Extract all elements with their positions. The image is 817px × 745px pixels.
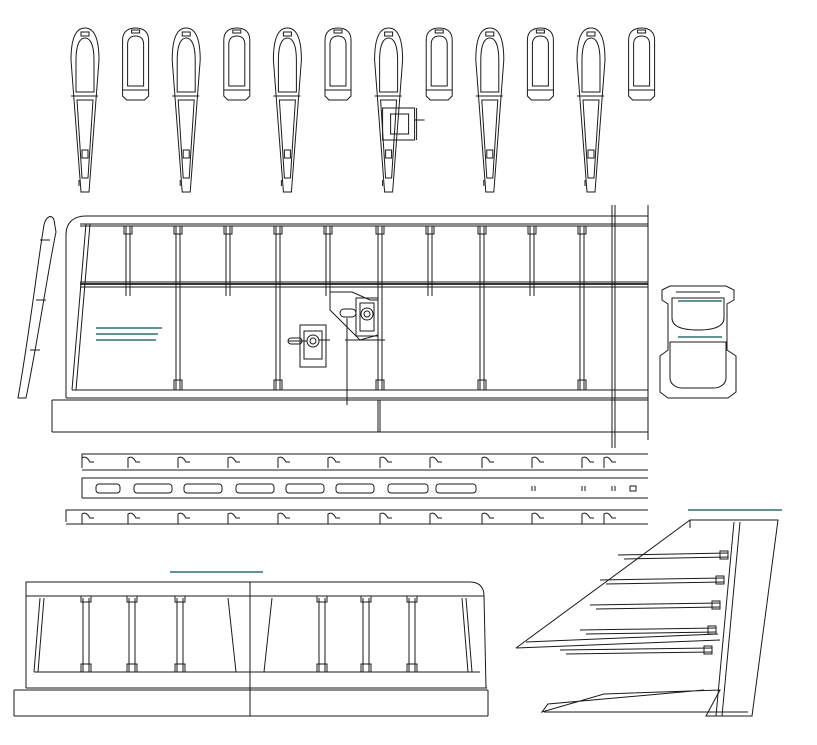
servo-mount-2 bbox=[329, 291, 385, 341]
spar-notch bbox=[227, 456, 240, 468]
fin-rib-1 bbox=[617, 550, 729, 560]
rib-4 bbox=[223, 27, 251, 101]
spar-hole bbox=[387, 483, 429, 494]
panel-rib-9 bbox=[527, 225, 537, 296]
stab-rib bbox=[126, 595, 138, 673]
rib-7 bbox=[374, 27, 404, 193]
fuselage-former bbox=[659, 285, 737, 399]
fin-ribs bbox=[559, 550, 729, 655]
rib-11 bbox=[576, 27, 606, 193]
fin-rib-3 bbox=[589, 600, 721, 610]
panel-rib-8 bbox=[477, 225, 487, 391]
stab-rib bbox=[80, 595, 92, 673]
horizontal-stabilizer bbox=[13, 581, 489, 717]
rib-12 bbox=[628, 27, 656, 101]
rib-1 bbox=[70, 27, 100, 193]
spar-hole bbox=[183, 483, 223, 494]
panel-rib-1 bbox=[123, 225, 133, 296]
spar-notch bbox=[481, 456, 494, 468]
fin-rib-2 bbox=[599, 575, 725, 585]
spar-notch bbox=[531, 512, 544, 524]
spar-notch bbox=[603, 456, 616, 468]
spar-hole bbox=[335, 483, 375, 494]
spar-notch bbox=[327, 512, 340, 524]
spar-hole bbox=[285, 483, 325, 494]
spar-notch bbox=[81, 456, 94, 468]
rib-6 bbox=[324, 27, 352, 101]
rib-servo-bracket bbox=[382, 107, 425, 141]
servo-mount-1 bbox=[287, 324, 327, 368]
spar-notch bbox=[581, 512, 594, 524]
spar-notch bbox=[127, 456, 140, 468]
spar-notch bbox=[127, 512, 140, 524]
panel-rib-3 bbox=[223, 225, 233, 296]
spar-notch bbox=[227, 512, 240, 524]
panel-rib-10 bbox=[577, 225, 587, 391]
spar-strips bbox=[65, 453, 648, 525]
panel-rib-6 bbox=[375, 225, 385, 391]
vertical-fin bbox=[515, 519, 779, 717]
panel-rib-7 bbox=[425, 225, 435, 296]
stab-rib bbox=[360, 595, 372, 673]
stab-rib bbox=[406, 595, 418, 673]
wing-panel bbox=[51, 205, 649, 448]
spar-notch bbox=[429, 456, 442, 468]
spar-notch bbox=[177, 456, 190, 468]
spar-hole bbox=[133, 483, 173, 494]
spar-hole bbox=[235, 483, 275, 494]
spar-notch bbox=[277, 512, 290, 524]
spar-slot bbox=[629, 485, 637, 492]
panel-rib-4 bbox=[273, 225, 283, 391]
stab-rib bbox=[174, 595, 186, 673]
rib-10 bbox=[526, 27, 554, 101]
spar-notch bbox=[603, 512, 616, 524]
spar-hole bbox=[435, 483, 477, 494]
rib-8 bbox=[425, 27, 453, 101]
wing-bays bbox=[123, 225, 587, 391]
spar-notch bbox=[379, 456, 392, 468]
fin-rib-5 bbox=[559, 645, 713, 655]
spar-notch bbox=[379, 512, 392, 524]
panel-rib-5 bbox=[323, 225, 333, 296]
spar-notch bbox=[429, 512, 442, 524]
fin-rib-4 bbox=[579, 625, 717, 635]
spar-notch bbox=[481, 512, 494, 524]
rib-3 bbox=[171, 27, 201, 193]
spar-notch bbox=[277, 456, 290, 468]
spar-notch bbox=[81, 512, 94, 524]
spar-hole bbox=[95, 483, 121, 494]
spar-notch bbox=[581, 456, 594, 468]
wingtip bbox=[17, 216, 57, 399]
spar-notch bbox=[531, 456, 544, 468]
accent-lines bbox=[96, 300, 782, 573]
spar-notch bbox=[327, 456, 340, 468]
rib-9 bbox=[475, 27, 505, 193]
stab-rib bbox=[316, 595, 328, 673]
spar-notch bbox=[177, 512, 190, 524]
rib-2 bbox=[122, 27, 150, 101]
panel-rib-2 bbox=[173, 225, 183, 391]
rib-5 bbox=[272, 27, 302, 193]
wing-ribs bbox=[70, 27, 656, 193]
